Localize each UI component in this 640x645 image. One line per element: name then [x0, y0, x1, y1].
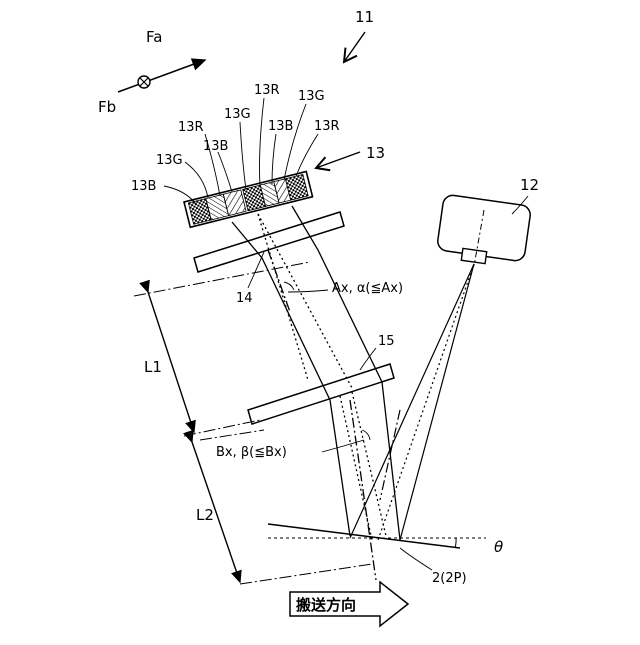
led-label-13G-a: 13G — [156, 153, 183, 168]
ref-12-label: 12 — [520, 176, 539, 194]
led-label-13R-c: 13R — [314, 119, 340, 134]
ref-11: 11 — [344, 8, 374, 62]
ax-alpha-label: Ax, α(≦Ax) — [332, 281, 403, 296]
camera-view-lines — [350, 264, 474, 540]
theta-label: θ — [494, 538, 503, 556]
led-array: 13 — [184, 144, 385, 227]
led-label-13R-b: 13R — [254, 83, 280, 98]
led-label-13B-b: 13B — [203, 139, 228, 154]
led-label-13B-c: 13B — [268, 119, 293, 134]
led-label-13G-c: 13G — [298, 89, 325, 104]
plate-15: 15 — [248, 334, 395, 424]
led-label-13B-a: 13B — [131, 179, 156, 194]
l2-label: L2 — [196, 506, 214, 524]
fb-label: Fb — [98, 98, 116, 116]
fa-label: Fa — [146, 28, 162, 46]
transport-direction-label: 搬送方向 — [296, 596, 356, 614]
ref-13-label: 13 — [366, 144, 385, 162]
ref-15-label: 15 — [378, 334, 395, 349]
led-label-13R-a: 13R — [178, 120, 204, 135]
ref-14-label: 14 — [236, 291, 253, 306]
diffuser-plate-14: 14 — [194, 212, 344, 306]
camera-12: 12 — [437, 176, 540, 266]
bx-beta-label: Bx, β(≦Bx) — [216, 445, 287, 460]
transport-direction-arrow: 搬送方向 — [290, 582, 408, 626]
ref-11-label: 11 — [355, 8, 374, 26]
led-label-13G-b: 13G — [224, 107, 251, 122]
l1-label: L1 — [144, 358, 162, 376]
direction-indicator: Fa Fb — [98, 28, 205, 116]
medium-label: 2(2P) — [432, 571, 467, 586]
